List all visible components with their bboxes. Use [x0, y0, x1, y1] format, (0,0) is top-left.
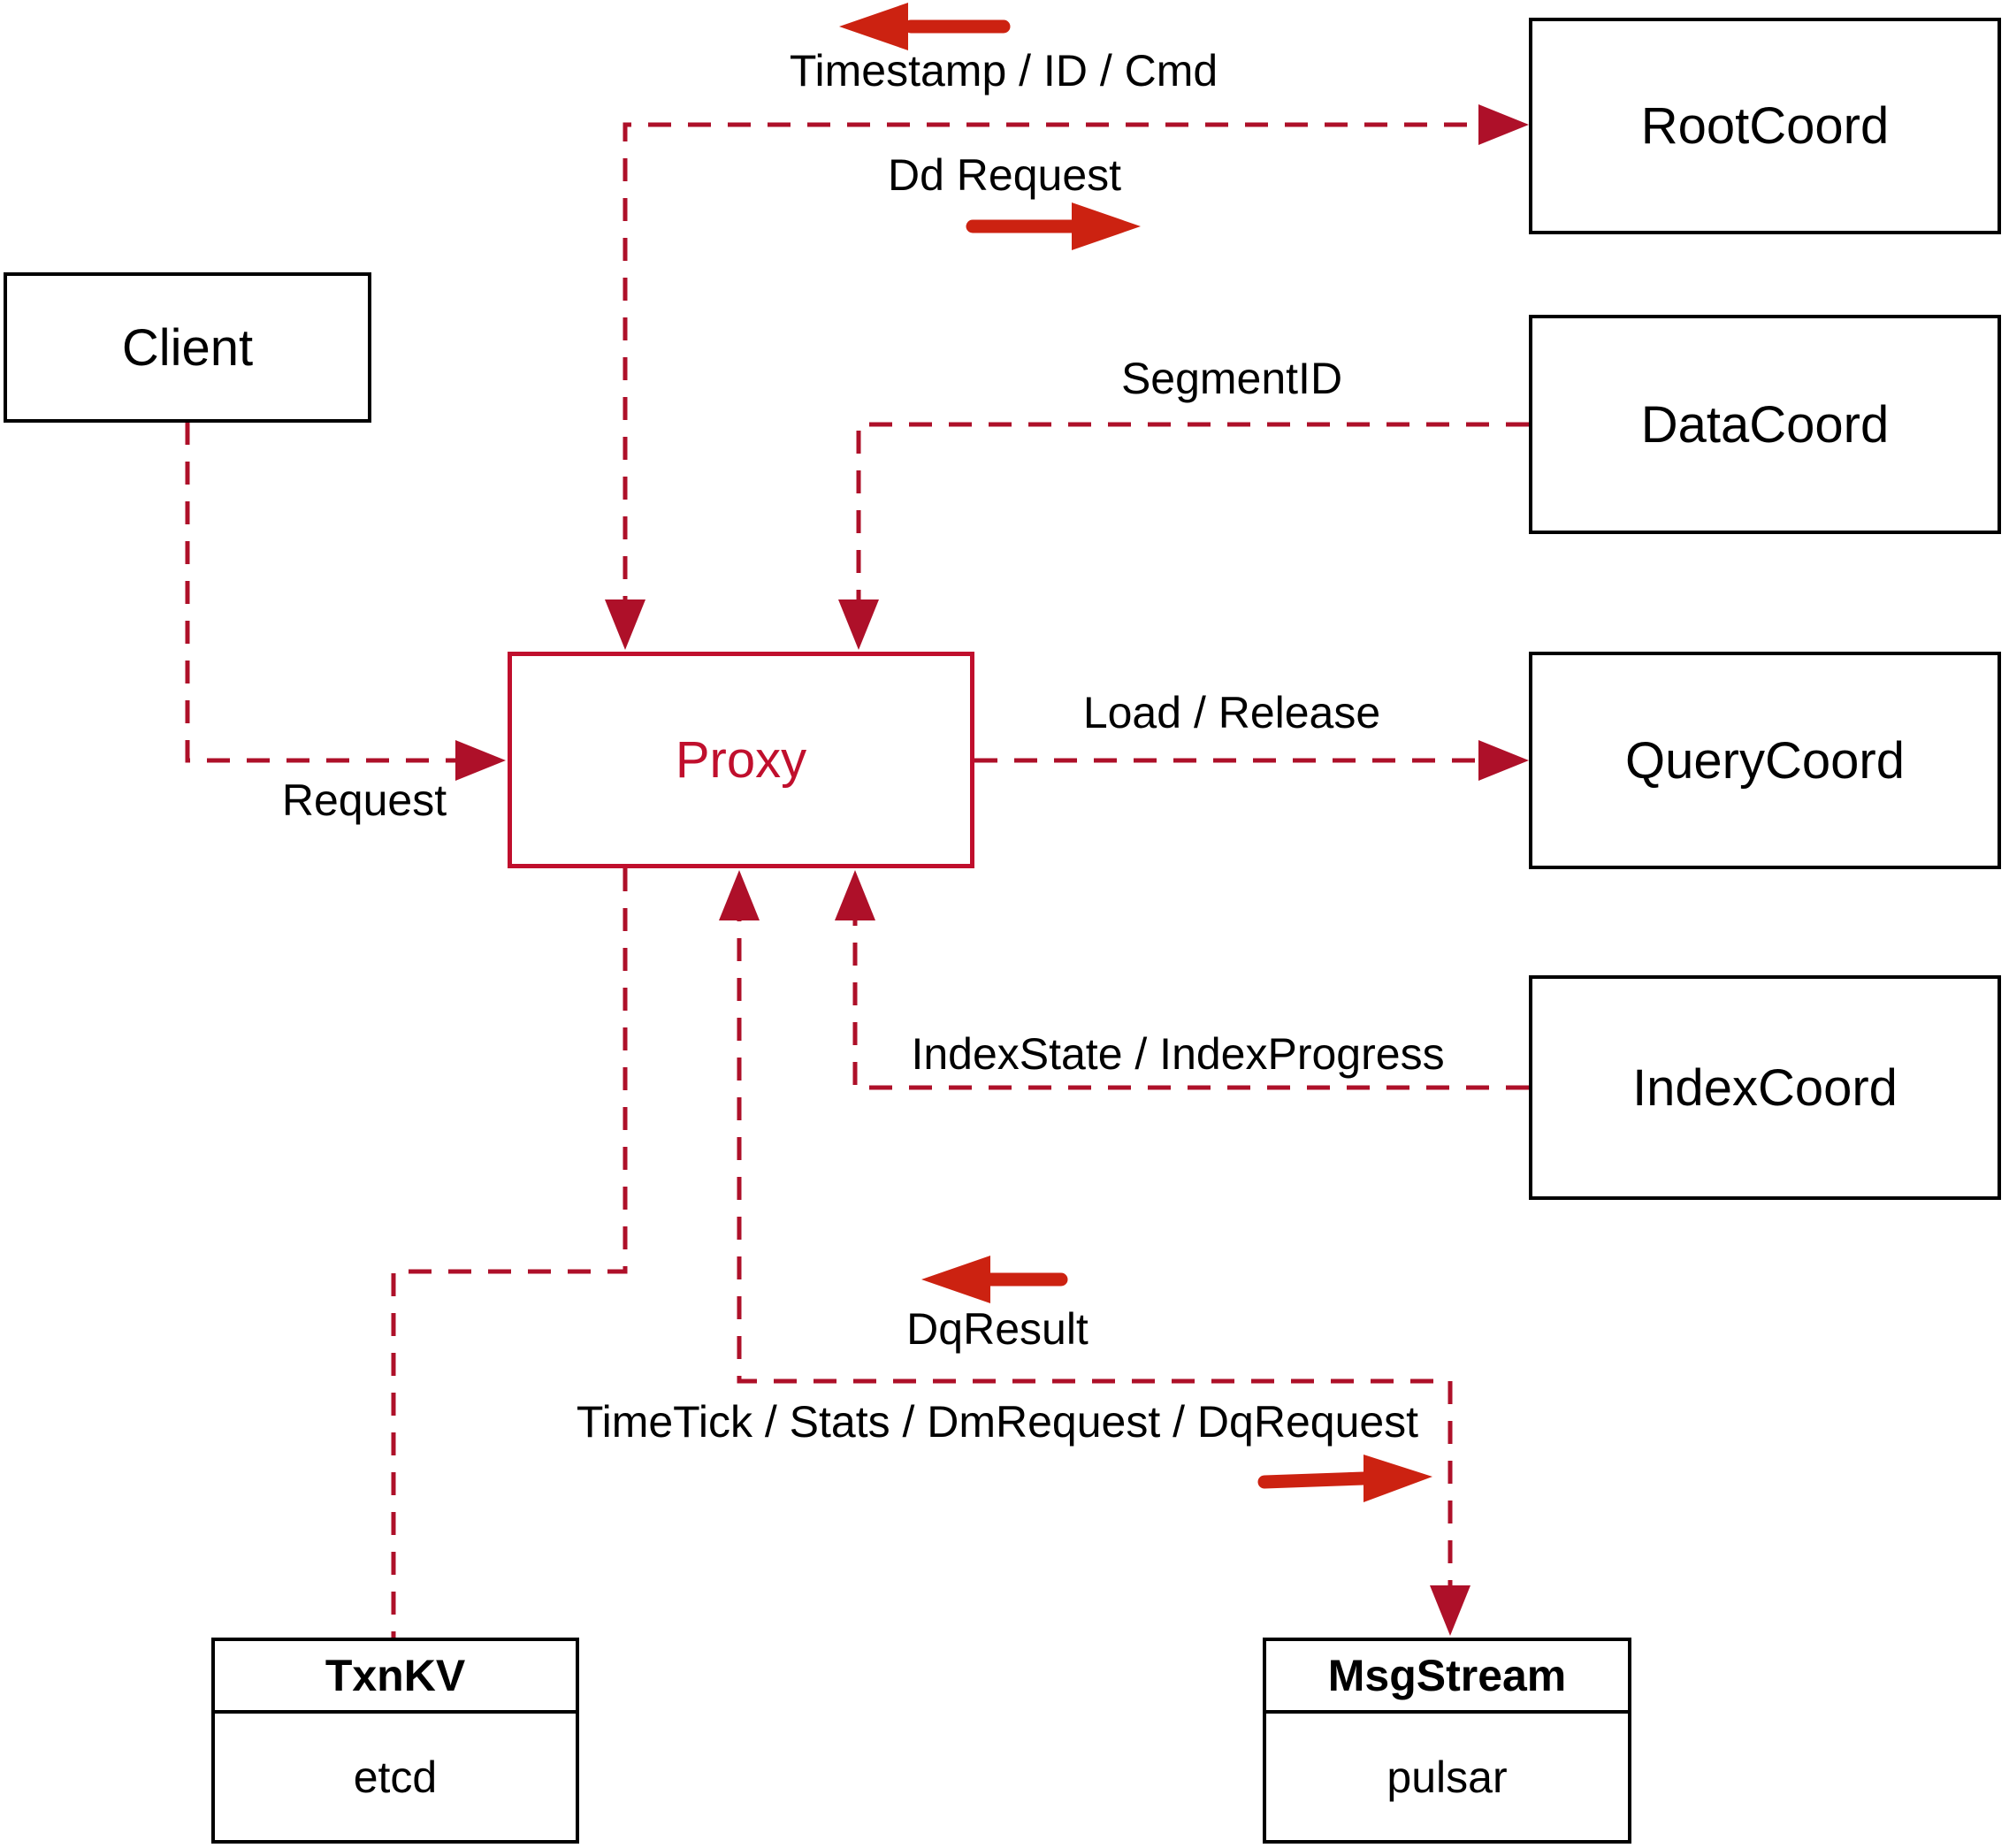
- edge-label-timestamp-id-cmd: Timestamp / ID / Cmd: [789, 46, 1218, 95]
- node-proxy: Proxy: [508, 652, 974, 868]
- edge-proxy-txnkv: [391, 868, 628, 1638]
- direction-arrow-dqresult-left: [921, 1256, 1068, 1303]
- edge-label-timetick-stats-dmrequest-dqrequest: TimeTick / Stats / DmRequest / DqRequest: [576, 1397, 1419, 1447]
- arrowhead-into-proxy-top-right: [838, 599, 879, 650]
- edge-proxy-msgstream: [737, 898, 1453, 1602]
- edge-label-request: Request: [281, 775, 447, 825]
- node-rootcoord-label: RootCoord: [1640, 97, 1890, 155]
- node-datacoord: DataCoord: [1529, 315, 2001, 534]
- arrowhead-into-proxy-top-left: [605, 599, 645, 650]
- edge-client-proxy: [185, 422, 488, 763]
- node-datacoord-label: DataCoord: [1640, 395, 1890, 454]
- node-indexcoord-label: IndexCoord: [1632, 1058, 1898, 1117]
- arrowhead-into-proxy-left: [455, 740, 506, 781]
- node-querycoord-label: QueryCoord: [1625, 731, 1905, 790]
- arrowhead-into-proxy-bottom-right: [835, 870, 875, 920]
- arrowhead-into-querycoord: [1478, 740, 1529, 781]
- arrowhead-into-rootcoord: [1478, 104, 1529, 145]
- arrowhead-into-msgstream: [1430, 1585, 1470, 1636]
- node-client-label: Client: [121, 318, 254, 377]
- arrowhead-into-proxy-bottom-mid: [719, 870, 760, 920]
- edge-datacoord-proxy: [856, 422, 1529, 619]
- direction-arrow-timestamp-left: [839, 3, 1011, 50]
- node-txnkv-impl: etcd: [353, 1752, 438, 1802]
- edge-label-segment-id: SegmentID: [1120, 354, 1343, 403]
- node-msgstream-impl: pulsar: [1386, 1752, 1508, 1802]
- node-proxy-label: Proxy: [675, 731, 807, 789]
- node-txnkv: TxnKV etcd: [211, 1638, 579, 1844]
- node-msgstream-title: MsgStream: [1266, 1641, 1628, 1714]
- node-client: Client: [4, 272, 371, 423]
- node-querycoord: QueryCoord: [1529, 652, 2001, 869]
- node-rootcoord: RootCoord: [1529, 18, 2001, 234]
- direction-arrow-ddrequest-right: [966, 202, 1141, 250]
- edge-label-indexstate-indexprogress: IndexState / IndexProgress: [911, 1029, 1445, 1079]
- edge-label-dqresult: DqResult: [906, 1304, 1089, 1354]
- node-txnkv-title: TxnKV: [215, 1641, 576, 1714]
- edge-label-load-release: Load / Release: [1082, 688, 1381, 737]
- node-msgstream: MsgStream pulsar: [1263, 1638, 1631, 1844]
- direction-arrow-timetick-right: [1257, 1455, 1432, 1502]
- node-indexcoord: IndexCoord: [1529, 975, 2001, 1200]
- edge-label-dd-request: Dd Request: [887, 150, 1122, 200]
